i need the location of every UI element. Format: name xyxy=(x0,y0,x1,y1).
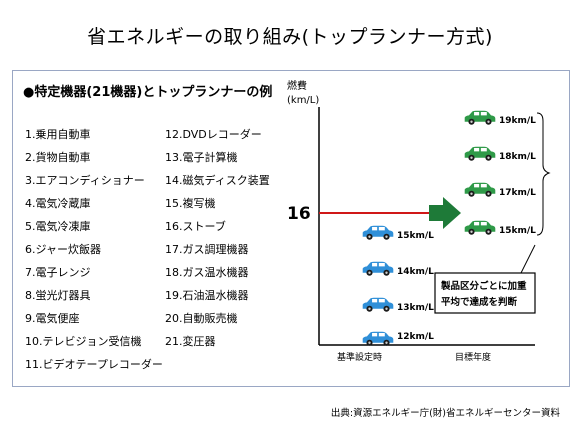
device-list-left: 1.乗用自動車 2.貨物自動車 3.エアコンディショナー 4.電気冷蔵庫 5.電… xyxy=(25,123,163,376)
list-item: 20.自動販売機 xyxy=(165,312,238,325)
list-item: 6.ジャー炊飯器 xyxy=(25,243,101,256)
target-arrow xyxy=(429,197,461,229)
list-item: 8.蛍光灯器具 xyxy=(25,289,91,302)
list-item: 16.ストーブ xyxy=(165,220,226,233)
data-label: 14km/L xyxy=(397,267,434,277)
content-panel: ●特定機器(21機器)とトップランナーの例 1.乗用自動車 2.貨物自動車 3.… xyxy=(12,70,570,387)
annotation-line-2: 平均で達成を判断 xyxy=(441,296,518,308)
data-label: 13km/L xyxy=(397,303,434,313)
data-label: 18km/L xyxy=(499,152,536,162)
list-item: 21.変圧器 xyxy=(165,335,216,348)
target-cars: 19km/L 18km/L 17km/L 15km/L xyxy=(464,110,536,236)
list-item: 4.電気冷蔵庫 xyxy=(25,197,91,210)
car-icon xyxy=(362,261,394,276)
x-axis-label-right: 目標年度 xyxy=(455,351,491,363)
annotation-box xyxy=(434,272,536,314)
list-item: 18.ガス温水機器 xyxy=(165,266,249,279)
baseline-value-label: 16 xyxy=(287,204,311,224)
car-icon xyxy=(464,220,496,235)
data-label: 12km/L xyxy=(397,332,434,342)
car-icon xyxy=(362,331,394,346)
group-brace xyxy=(536,112,551,236)
baseline-cars: 15km/L 14km/L 13km/L 12km/L xyxy=(362,225,434,346)
list-item: 1.乗用自動車 xyxy=(25,128,91,141)
source-citation: 出典:資源エネルギー庁(財)省エネルギーセンター資料 xyxy=(330,408,560,419)
car-icon xyxy=(464,146,496,161)
car-icon xyxy=(464,110,496,125)
fuel-efficiency-chart: 燃費 (km/L) 16 15km/L 14km/L 13km/L 12km/L… xyxy=(287,79,551,363)
car-icon xyxy=(464,182,496,197)
callout-pointer xyxy=(520,244,536,274)
list-item: 5.電気冷凍庫 xyxy=(25,220,91,233)
y-axis-unit: (km/L) xyxy=(287,95,319,106)
list-item: 13.電子計算機 xyxy=(165,151,238,164)
list-item: 19.石油温水機器 xyxy=(165,289,249,302)
list-item: 9.電気便座 xyxy=(25,312,80,325)
list-item: 14.磁気ディスク装置 xyxy=(165,174,270,187)
car-icon xyxy=(362,225,394,240)
list-item: 11.ビデオテープレコーダー xyxy=(25,358,163,371)
list-item: 15.複写機 xyxy=(165,197,216,210)
slide-title: 省エネルギーの取り組み(トップランナー方式) xyxy=(87,26,493,48)
y-axis-label: 燃費 xyxy=(287,79,307,92)
list-item: 3.エアコンディショナー xyxy=(25,174,145,187)
device-list-right: 12.DVDレコーダー 13.電子計算機 14.磁気ディスク装置 15.複写機 … xyxy=(165,123,270,353)
list-item: 7.電子レンジ xyxy=(25,266,91,279)
car-icon xyxy=(362,297,394,312)
list-item: 17.ガス調理機器 xyxy=(165,243,249,256)
list-item: 12.DVDレコーダー xyxy=(165,128,262,141)
data-label: 17km/L xyxy=(499,188,536,198)
x-axis-label-left: 基準設定時 xyxy=(337,351,382,363)
data-label: 15km/L xyxy=(499,226,536,236)
list-heading: ●特定機器(21機器)とトップランナーの例 xyxy=(23,85,273,100)
annotation-line-1: 製品区分ごとに加重 xyxy=(440,280,527,292)
data-label: 15km/L xyxy=(397,231,434,241)
data-label: 19km/L xyxy=(499,116,536,126)
list-item: 10.テレビジョン受信機 xyxy=(25,335,142,348)
list-item: 2.貨物自動車 xyxy=(25,151,91,164)
